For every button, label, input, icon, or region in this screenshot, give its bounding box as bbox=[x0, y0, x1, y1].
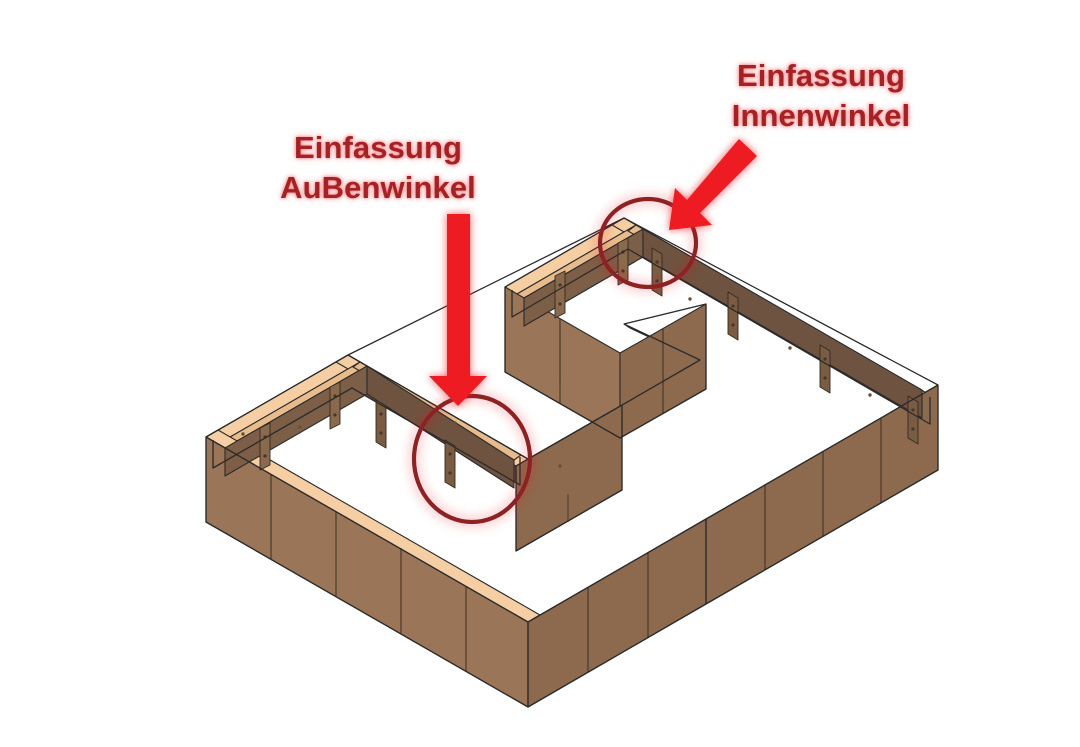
connector bbox=[259, 422, 271, 471]
wall-face-upper-inner-right bbox=[642, 228, 923, 419]
connector bbox=[819, 344, 831, 394]
connector bbox=[444, 439, 456, 489]
marker-aussenwinkel bbox=[411, 393, 533, 525]
label-einfassung-aussenwinkel: Einfassung AuBenwinkel bbox=[280, 130, 476, 206]
marker-innenwinkel bbox=[597, 196, 699, 290]
arrow-innenwinkel bbox=[669, 139, 757, 230]
connector bbox=[375, 399, 387, 449]
annotation-arrows bbox=[429, 139, 757, 406]
connector bbox=[329, 381, 341, 430]
annotation-markers bbox=[411, 196, 699, 525]
connector bbox=[907, 395, 919, 445]
connector bbox=[554, 270, 566, 319]
wall-face-left-arm-inner-short bbox=[366, 365, 515, 489]
connector bbox=[727, 291, 739, 341]
model-outline bbox=[205, 217, 939, 708]
corner-connectors bbox=[259, 237, 919, 489]
arrow-aussenwinkel bbox=[429, 214, 487, 406]
wall-outer-front-right bbox=[527, 518, 707, 708]
rail-screws bbox=[241, 297, 872, 468]
raised-bed-model bbox=[205, 217, 939, 708]
label-einfassung-innenwinkel: Einfassung Innenwinkel bbox=[731, 58, 911, 134]
